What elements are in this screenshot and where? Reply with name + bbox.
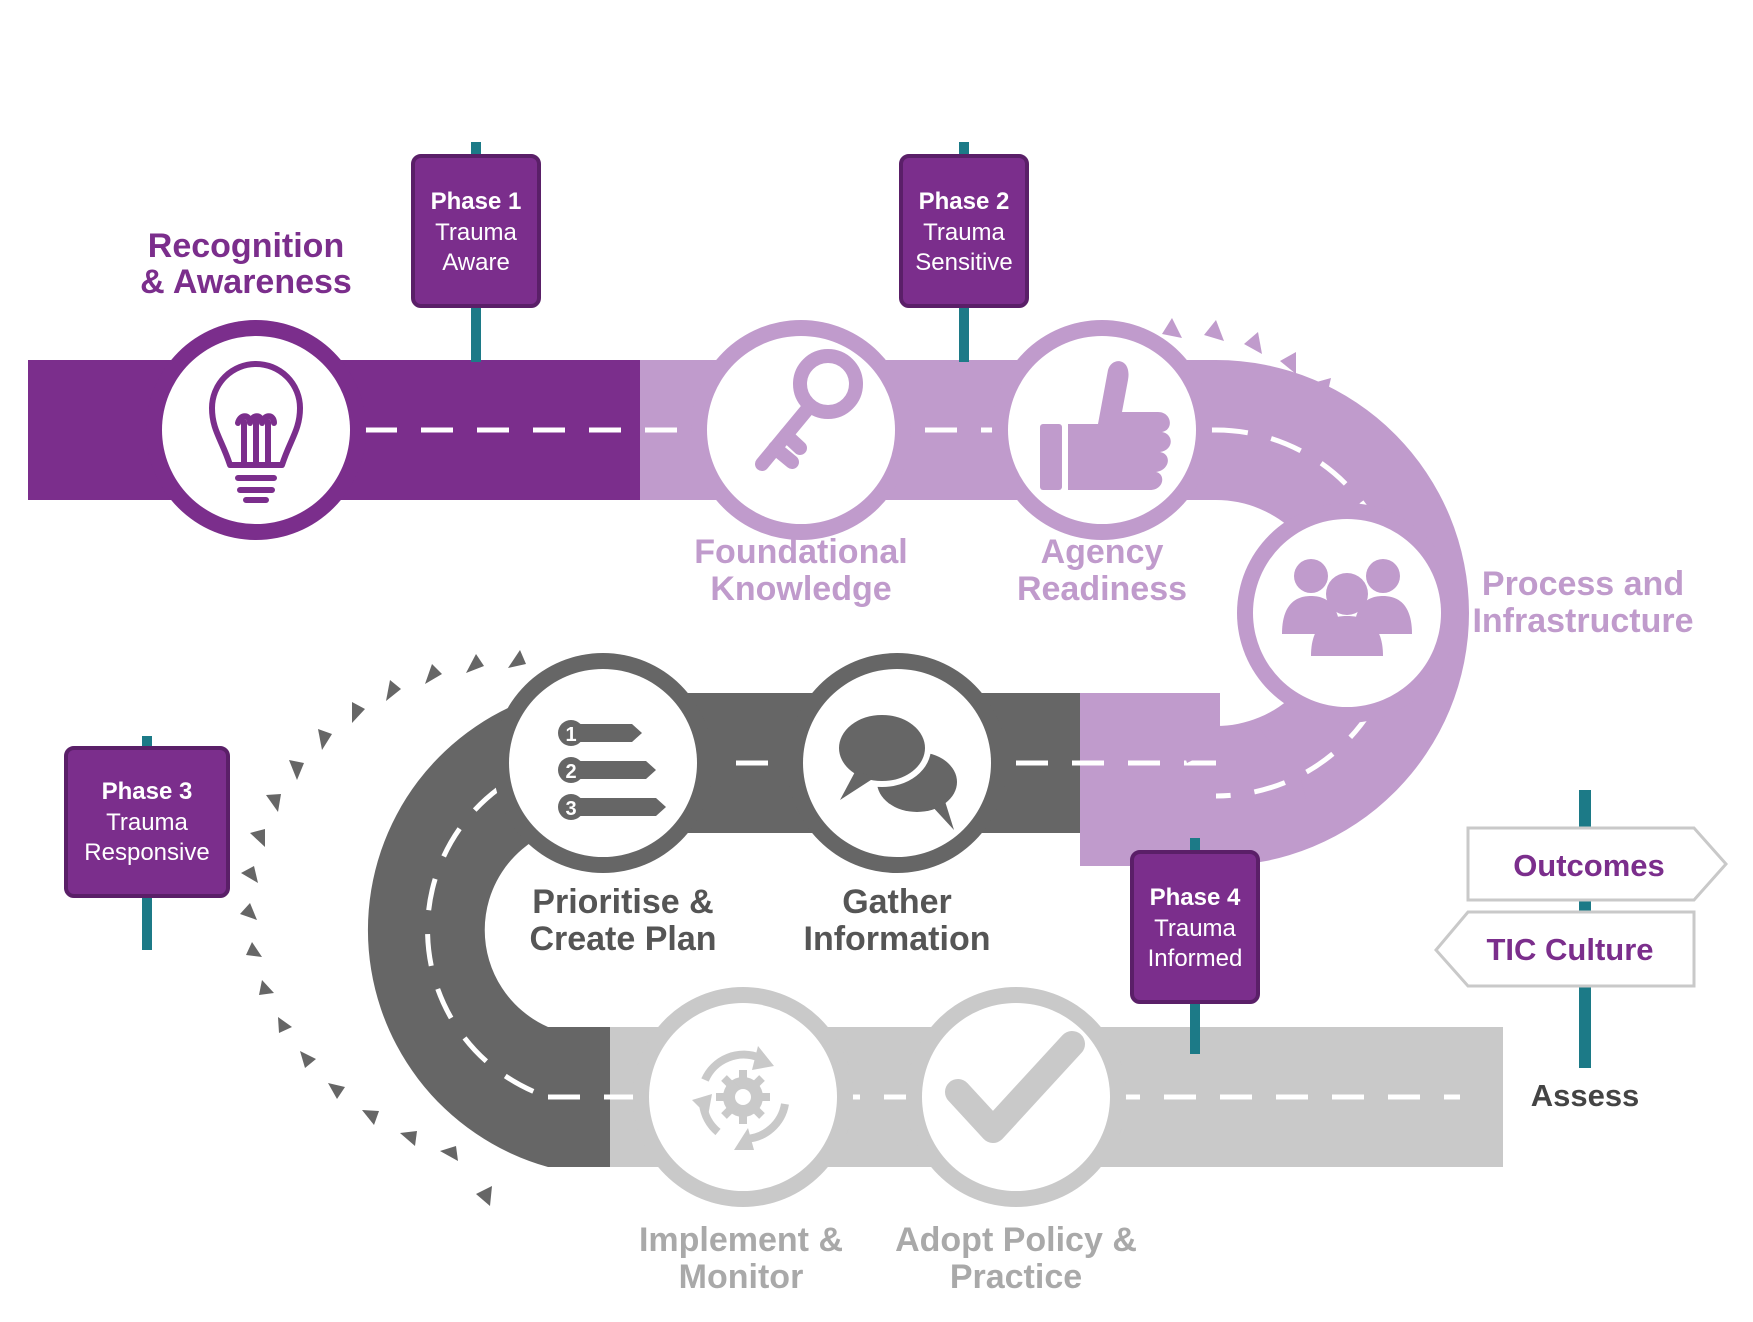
sign-board xyxy=(411,154,541,308)
sign-title: Phase 3 xyxy=(102,778,193,805)
milestone-label-line1: Implement & xyxy=(639,1221,843,1259)
milestone-agency: Agency Readiness xyxy=(992,320,1212,608)
milestone-gather: Gather Information xyxy=(787,653,1007,958)
list-number: 3 xyxy=(565,798,576,820)
sign-line1: Trauma xyxy=(435,219,517,246)
milestone-label-line1: Agency xyxy=(1041,533,1164,571)
sign-board xyxy=(899,154,1029,308)
thumbs-up-icon xyxy=(1040,361,1171,490)
sign-line1: Trauma xyxy=(1154,915,1236,942)
phase-4-sign: Phase 4 Trauma Informed xyxy=(1130,838,1260,1054)
assess-label: Assess xyxy=(1531,1078,1640,1113)
numbered-list-icon: 1 2 3 xyxy=(558,720,666,820)
people-group-icon xyxy=(1282,559,1412,656)
sign-line2: Responsive xyxy=(84,839,209,866)
sign-line2: Informed xyxy=(1148,945,1243,972)
milestone-adopt: Adopt Policy & Practice xyxy=(895,987,1137,1296)
milestone-label-line2: Information xyxy=(804,920,991,958)
sign-board xyxy=(1130,850,1260,1004)
sign-title: Phase 4 xyxy=(1150,884,1241,911)
milestone-label-line2: Infrastructure xyxy=(1472,602,1693,640)
speech-bubbles-icon xyxy=(833,709,957,830)
milestone-label-line1: Prioritise & xyxy=(532,883,713,921)
milestone-label-line1: Foundational xyxy=(694,533,907,571)
milestone-label-line1: Gather xyxy=(842,883,952,921)
sign-board xyxy=(64,746,230,898)
milestone-badge xyxy=(707,336,895,524)
sign-line1: Trauma xyxy=(923,219,1005,246)
sign-title: Phase 1 xyxy=(431,188,522,215)
phase-2-sign: Phase 2 Trauma Sensitive xyxy=(899,142,1029,362)
phase-3-sign: Phase 3 Trauma Responsive xyxy=(64,736,230,950)
checkmark-icon xyxy=(945,1031,1085,1143)
outcomes-label: Outcomes xyxy=(1513,848,1665,883)
phase-1-sign: Phase 1 Trauma Aware xyxy=(411,142,541,362)
direction-signpost: Outcomes TIC Culture Assess xyxy=(1434,790,1729,1113)
milestone-process: Process and Infrastructure xyxy=(1237,503,1694,723)
milestone-recognition: Recognition & Awareness xyxy=(140,227,366,540)
sign-line2: Aware xyxy=(442,249,510,276)
tic-culture-arrow-sign xyxy=(1434,910,1696,988)
milestone-label-line2: Readiness xyxy=(1017,570,1187,608)
lightbulb-icon xyxy=(209,361,303,503)
list-number: 1 xyxy=(565,724,576,746)
sign-line2: Sensitive xyxy=(915,249,1012,276)
tic-culture-label: TIC Culture xyxy=(1486,932,1653,967)
cycle-gear-icon xyxy=(692,1046,789,1150)
milestone-foundational: Foundational Knowledge xyxy=(691,320,911,608)
milestone-label-line2: & Awareness xyxy=(140,263,352,301)
milestone-label-line1: Recognition xyxy=(148,227,344,265)
milestone-label-line2: Monitor xyxy=(679,1258,804,1296)
outcomes-arrow-sign xyxy=(1466,826,1729,902)
milestone-prioritise: 1 2 3 Prioritise & Create Plan xyxy=(493,653,717,958)
road-ticks-left xyxy=(240,650,526,1206)
road-curve-left xyxy=(367,693,620,1167)
milestone-label-line2: Create Plan xyxy=(529,920,716,958)
milestone-label-line2: Knowledge xyxy=(710,570,891,608)
list-number: 2 xyxy=(565,761,576,783)
milestone-implement: Implement & Monitor xyxy=(633,987,853,1296)
milestone-label-line2: Practice xyxy=(950,1258,1082,1296)
milestone-label-line1: Adopt Policy & xyxy=(895,1221,1137,1259)
sign-title: Phase 2 xyxy=(919,188,1010,215)
milestone-label-line1: Process and xyxy=(1482,565,1684,603)
sign-line1: Trauma xyxy=(106,809,188,836)
key-icon xyxy=(755,349,863,471)
